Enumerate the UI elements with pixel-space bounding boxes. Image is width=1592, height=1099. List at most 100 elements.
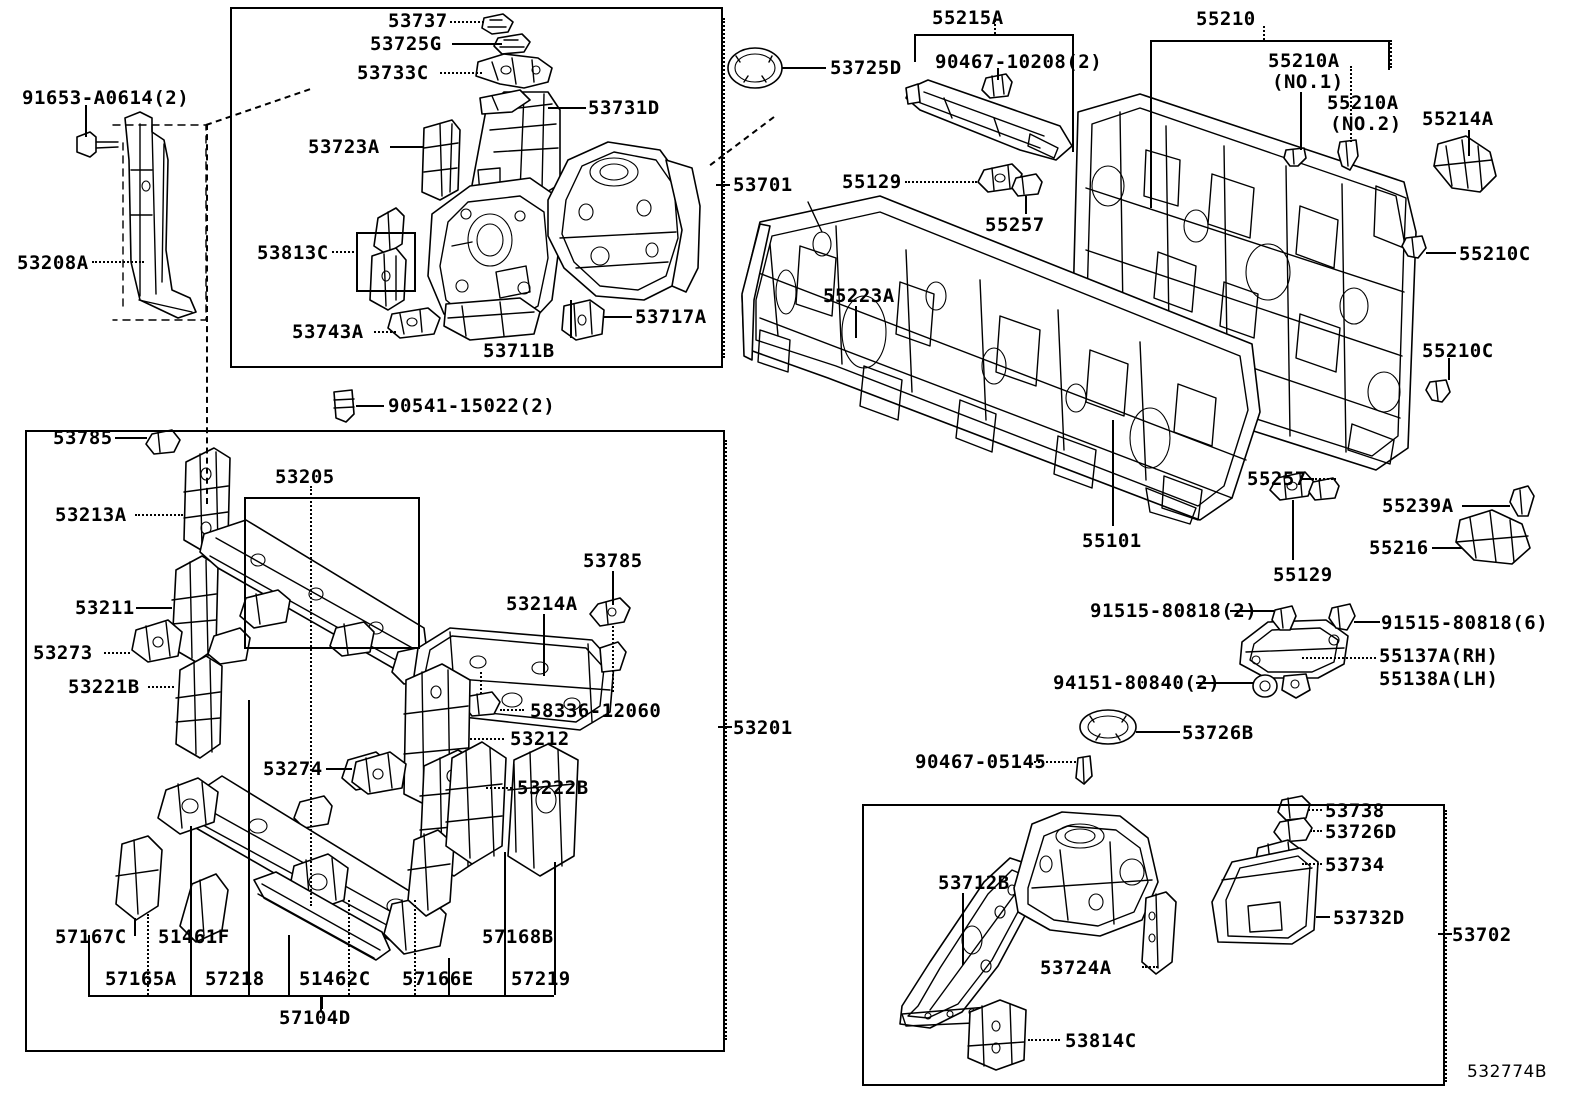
guide-53208a-v bbox=[206, 124, 208, 504]
stem-57104d bbox=[320, 997, 322, 1011]
leader-53214a bbox=[543, 614, 545, 676]
label-90541-15022: 90541-15022(2) bbox=[388, 395, 556, 417]
label-51462c: 51462C bbox=[299, 968, 371, 990]
label-53734: 53734 bbox=[1325, 854, 1385, 876]
label-53743a: 53743A bbox=[292, 321, 364, 343]
label-53724a: 53724A bbox=[1040, 957, 1112, 979]
leader-53732d bbox=[1316, 916, 1330, 918]
conn-51461f bbox=[190, 826, 192, 936]
leader-53712b bbox=[962, 893, 964, 965]
tick-51462c-b bbox=[348, 900, 350, 995]
leader-53208a bbox=[92, 261, 144, 263]
leader-90467-05145 bbox=[1034, 761, 1076, 763]
leader-53717a bbox=[604, 316, 632, 318]
leader-55210a-no2 bbox=[1350, 66, 1352, 142]
label-57219: 57219 bbox=[511, 968, 571, 990]
leader-53201-tick bbox=[718, 726, 732, 728]
leader-53201-spine bbox=[725, 440, 727, 1040]
label-90467-05145: 90467-05145 bbox=[915, 751, 1047, 773]
label-53732d: 53732D bbox=[1333, 907, 1405, 929]
label-57168b: 57168B bbox=[482, 926, 554, 948]
label-53274: 53274 bbox=[263, 758, 323, 780]
label-53725d: 53725D bbox=[830, 57, 902, 79]
leader-53702-tick bbox=[1438, 933, 1452, 935]
front-apron-rh-frame bbox=[230, 7, 723, 368]
leader-55210c-upper bbox=[1426, 252, 1456, 254]
tick-57219 bbox=[554, 958, 556, 995]
label-57218: 57218 bbox=[205, 968, 265, 990]
leader-55223a bbox=[855, 306, 857, 338]
label-51461f: 51461F bbox=[158, 926, 230, 948]
part-55210a-no2-art bbox=[1338, 140, 1358, 170]
label-53731d: 53731D bbox=[588, 97, 660, 119]
part-55129-upper-art bbox=[978, 164, 1022, 192]
leader-53785-upper bbox=[115, 437, 147, 439]
label-57166e: 57166E bbox=[402, 968, 474, 990]
leader-53813c bbox=[332, 251, 358, 253]
bracket-57104d bbox=[88, 995, 554, 1009]
leader-58336 bbox=[500, 709, 524, 711]
label-55138a-lh: 55138A(LH) bbox=[1379, 668, 1499, 690]
part-55257-upper-art bbox=[1012, 174, 1042, 196]
label-55239a: 55239A bbox=[1382, 495, 1454, 517]
label-55210c-lower: 55210C bbox=[1422, 340, 1494, 362]
conn-57168b bbox=[504, 852, 506, 936]
label-53785-upper: 53785 bbox=[53, 427, 113, 449]
label-53725g: 53725G bbox=[370, 33, 442, 55]
label-57167c: 57167C bbox=[55, 926, 127, 948]
label-53212: 53212 bbox=[510, 728, 570, 750]
label-53701: 53701 bbox=[733, 174, 793, 196]
leader-53702-spine bbox=[1445, 810, 1447, 1082]
leader-55214a bbox=[1468, 130, 1470, 156]
sheet-code-watermark: 532774B bbox=[1466, 1062, 1548, 1082]
leader-58336-v bbox=[480, 672, 482, 694]
label-53737: 53737 bbox=[388, 10, 448, 32]
label-53813c: 53813C bbox=[257, 242, 329, 264]
tick-57168b bbox=[504, 935, 506, 995]
label-53733c: 53733C bbox=[357, 62, 429, 84]
front-apron-lh-frame bbox=[862, 804, 1445, 1086]
label-53205: 53205 bbox=[275, 466, 335, 488]
leader-55257-upper bbox=[1025, 196, 1027, 214]
part-55210-dash-panel-art bbox=[1072, 94, 1416, 470]
leader-91653 bbox=[85, 105, 87, 137]
part-55101-art bbox=[742, 196, 1260, 524]
leader-55239a bbox=[1462, 505, 1510, 507]
leader-90467-10208 bbox=[997, 68, 999, 80]
conn-57218 bbox=[248, 700, 250, 936]
leader-53221b bbox=[148, 686, 174, 688]
leader-90541 bbox=[356, 405, 384, 407]
leader-55257-lower-b bbox=[1300, 478, 1314, 480]
leader-53213a bbox=[135, 514, 183, 516]
label-55129-upper: 55129 bbox=[842, 171, 902, 193]
leader-53725g bbox=[452, 43, 502, 45]
leader-53724a bbox=[1142, 966, 1158, 968]
leader-53212 bbox=[470, 738, 504, 740]
label-53213a: 53213A bbox=[55, 504, 127, 526]
part-90541-15022-art bbox=[334, 390, 354, 422]
leader-53785-lower-dash bbox=[612, 626, 614, 692]
leader-53711b bbox=[570, 300, 572, 338]
label-53273: 53273 bbox=[33, 642, 93, 664]
leader-55210a-no1 bbox=[1300, 92, 1302, 150]
label-55214a: 55214A bbox=[1422, 108, 1494, 130]
label-53211: 53211 bbox=[75, 597, 135, 619]
label-53726b: 53726B bbox=[1182, 722, 1254, 744]
label-53201: 53201 bbox=[733, 717, 793, 739]
part-55216-art bbox=[1456, 510, 1530, 564]
label-53222b: 53222B bbox=[517, 777, 589, 799]
part-55210a-no1-art bbox=[1284, 148, 1306, 166]
label-55210a-no2-sub: (NO.2) bbox=[1330, 113, 1402, 135]
bracket-55215a bbox=[914, 20, 1074, 152]
leader-53205-spine bbox=[310, 486, 312, 906]
tick-57166e bbox=[414, 900, 416, 995]
leader-55210-right-spine bbox=[1390, 40, 1392, 68]
part-55210c-lower-art bbox=[1426, 380, 1450, 402]
label-57165a: 57165A bbox=[105, 968, 177, 990]
label-94151-80840: 94151-80840(2) bbox=[1053, 672, 1221, 694]
label-55216: 55216 bbox=[1369, 537, 1429, 559]
label-53214a: 53214A bbox=[506, 593, 578, 615]
label-91515-80818-2: 91515-80818(2) bbox=[1090, 600, 1258, 622]
part-55137a-bracket-art bbox=[1240, 620, 1348, 698]
